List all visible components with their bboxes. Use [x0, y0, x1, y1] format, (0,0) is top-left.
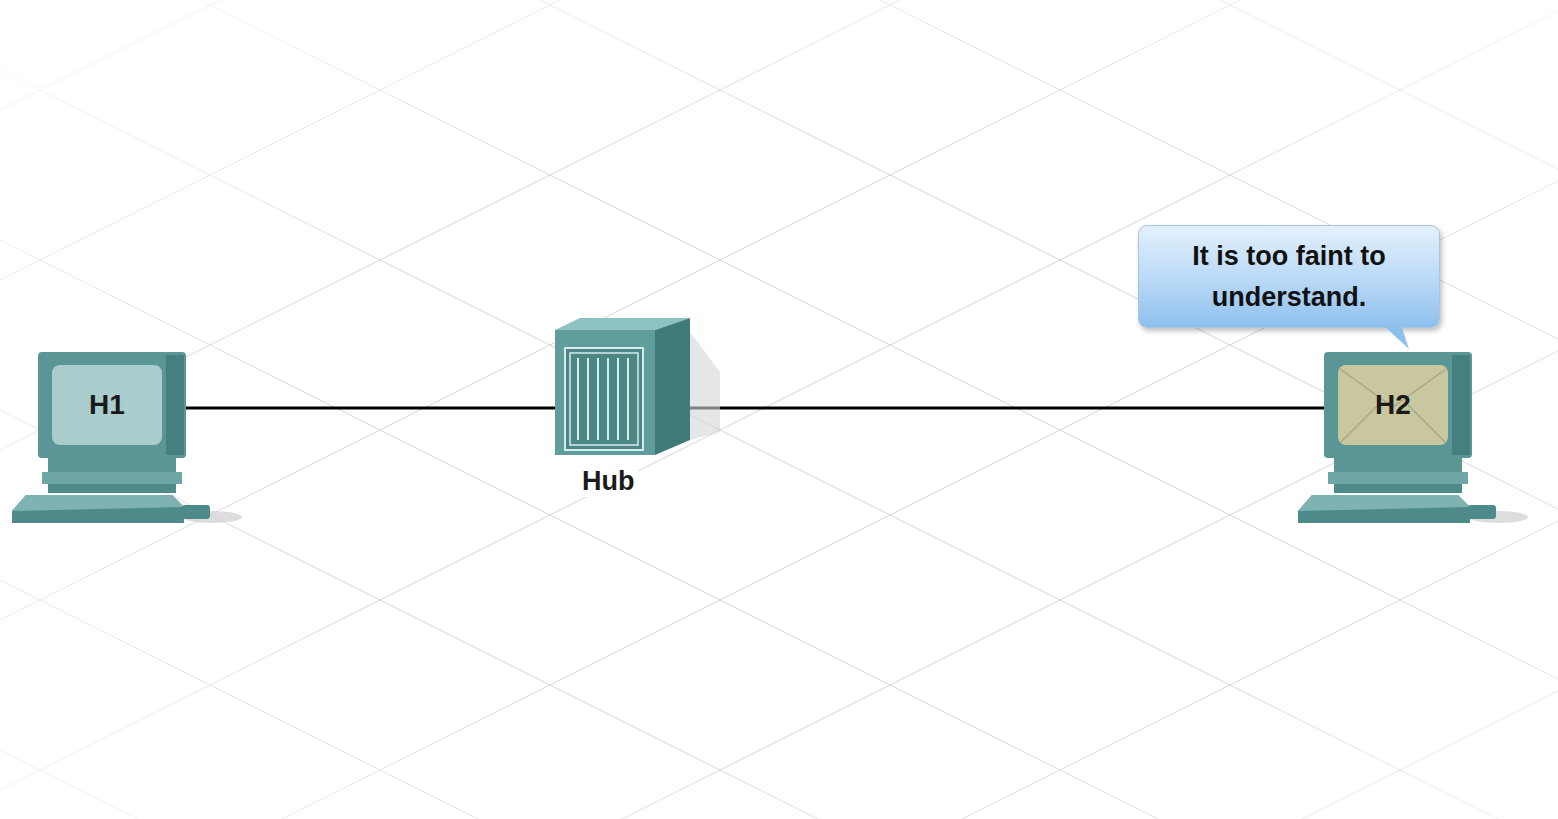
speech-bubble: It is too faint to understand. — [1138, 225, 1440, 328]
keyboard-top — [1298, 495, 1470, 511]
monitor-base — [1334, 484, 1462, 493]
hub-vent — [565, 348, 643, 450]
monitor-base — [48, 458, 176, 472]
network-cable — [690, 407, 1324, 410]
callout-text: It is too faint to understand. — [1153, 236, 1425, 317]
hub-side — [655, 318, 690, 455]
keyboard-top — [12, 495, 184, 511]
bubble-tail — [1383, 325, 1409, 349]
mouse — [182, 505, 210, 519]
vent-bar — [597, 358, 599, 440]
computer-icon — [1298, 345, 1498, 530]
host-computer: H1 — [12, 345, 212, 530]
monitor-frame — [38, 352, 186, 458]
vent-bar — [577, 358, 579, 440]
hub-vent — [570, 353, 638, 445]
network-cable — [186, 407, 555, 410]
host-label: H1 — [52, 365, 162, 445]
keyboard — [1298, 495, 1470, 523]
computer-icon — [12, 345, 212, 530]
mouse — [1468, 505, 1496, 519]
shadow — [690, 332, 720, 440]
monitor-base — [48, 484, 176, 493]
vent-bar — [627, 358, 629, 440]
host-label: H2 — [1338, 365, 1448, 445]
monitor-side — [166, 355, 184, 455]
monitor-frame — [1324, 352, 1472, 458]
monitor-base — [1334, 458, 1462, 472]
hub-bounds — [555, 318, 690, 455]
network-hub: Hub — [550, 312, 695, 502]
vent-bar — [607, 358, 609, 440]
host-computer: H2 — [1298, 345, 1498, 530]
monitor-screen — [1338, 365, 1448, 445]
keyboard — [12, 495, 184, 523]
hub-front — [555, 330, 655, 455]
monitor-side — [1452, 355, 1470, 455]
monitor-base — [1328, 472, 1468, 484]
vent-bar — [587, 358, 589, 440]
hub-icon — [550, 312, 710, 462]
device-label: Hub — [578, 466, 638, 497]
monitor-screen — [52, 365, 162, 445]
vent-bar — [617, 358, 619, 440]
monitor-base — [42, 472, 182, 484]
bubble-tail — [1383, 325, 1413, 351]
